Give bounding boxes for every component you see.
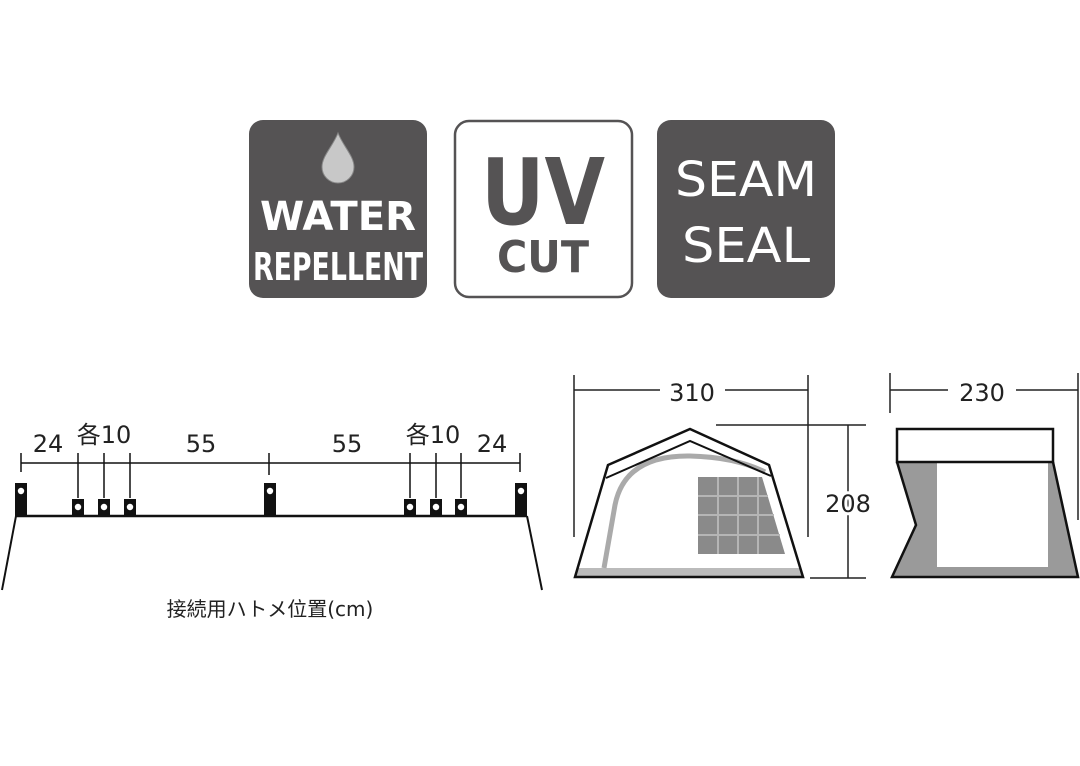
badge-text: WATER [260,194,416,240]
badge-text: UV [481,139,605,246]
dimension-label: 各10 [406,421,461,449]
eyelet-diagram [1,453,543,591]
dimension-label: 24 [33,430,64,458]
badge-text: CUT [497,232,589,283]
badge-water-repellent: WATER REPELLENT [249,120,427,298]
badge-seam-seal: SEAM SEAL [657,120,835,298]
tent-side-view [889,373,1080,579]
badge-uv-cut: UV CUT [453,119,634,299]
tent-front-view [573,375,866,579]
width-dimension: 310 [669,379,715,407]
dimension-label: 24 [477,430,508,458]
badge-text: SEAM [675,152,817,208]
badge-text: REPELLENT [253,245,423,289]
eyelet-holes [17,487,525,511]
height-dimension: 208 [825,490,871,518]
depth-dimension: 230 [959,379,1005,407]
dimension-label: 各10 [77,421,132,449]
dimension-label: 55 [332,430,363,458]
eyelet-caption: 接続用ハトメ位置(cm) [167,597,374,621]
badge-text: SEAL [682,218,810,274]
dimension-label: 55 [186,430,217,458]
water-drop-icon [321,131,355,184]
